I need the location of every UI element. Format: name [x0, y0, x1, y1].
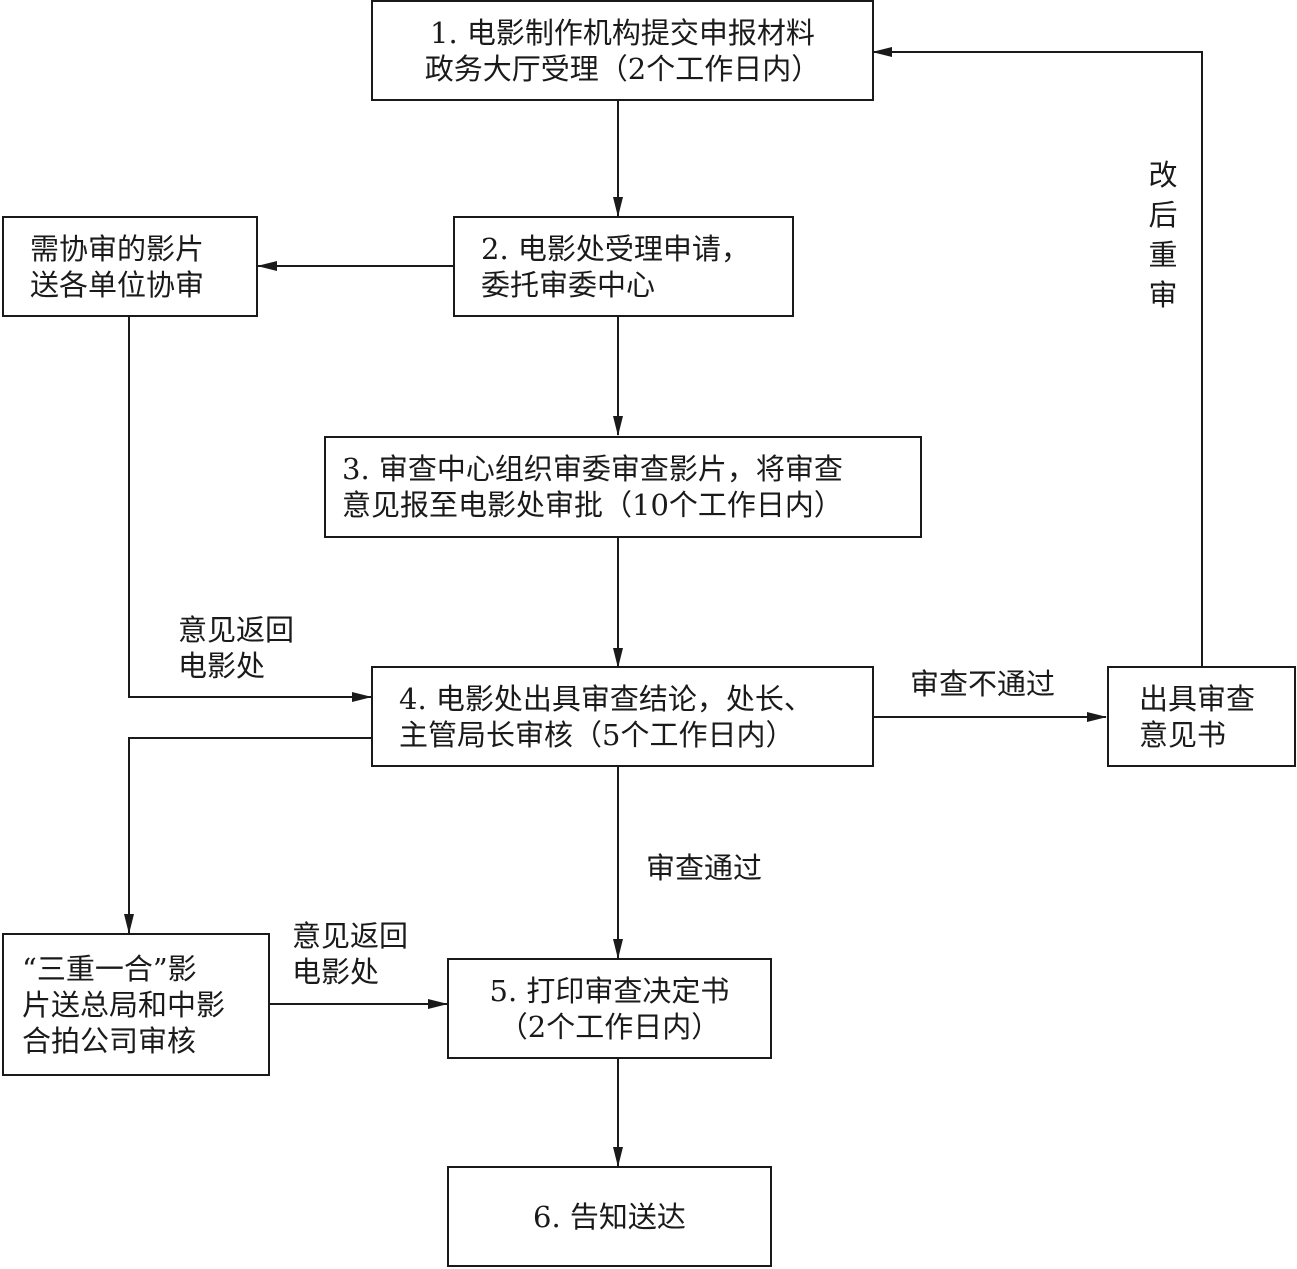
- node-step2-line2: 委托审委中心: [481, 267, 656, 302]
- label-revise-char: 重: [1148, 238, 1178, 272]
- label-revise-char: 后: [1148, 198, 1178, 232]
- node-three-in-one: “三重一合”影 片送总局和中影 合拍公司审核: [2, 933, 270, 1076]
- node-step4: 4. 电影处出具审查结论，处长、 主管局长审核（5个工作日内）: [371, 666, 874, 767]
- node-co-review-line1: 需协审的影片: [30, 231, 205, 266]
- label-return-2-line1: 意见返回: [292, 919, 409, 953]
- label-revise-char: 审: [1148, 278, 1178, 312]
- label-return-1-line2: 电影处: [178, 649, 266, 683]
- node-three-in-one-line3: 合拍公司审核: [22, 1023, 197, 1058]
- node-step3-line1: 3. 审查中心组织审委审查影片，将审查: [342, 452, 843, 486]
- arrow-step4-to-threeinone: [124, 737, 371, 934]
- node-step6-line1: 6. 告知送达: [533, 1199, 686, 1234]
- node-opinion-line1: 出具审查: [1139, 681, 1256, 716]
- node-step3: 3. 审查中心组织审委审查影片，将审查 意见报至电影处审批（10个工作日内）: [324, 436, 922, 538]
- node-step5-line1: 5. 打印审查决定书: [489, 973, 730, 1008]
- node-three-in-one-line1: “三重一合”影: [22, 951, 197, 986]
- label-revise-resubmit: 改 后 重 审: [1146, 155, 1180, 315]
- label-rejected: 审查不通过: [910, 667, 1056, 701]
- node-opinion: 出具审查 意见书: [1107, 666, 1296, 767]
- node-step4-line2: 主管局长审核（5个工作日内）: [399, 717, 795, 752]
- node-opinion-line2: 意见书: [1139, 717, 1227, 752]
- node-three-in-one-line2: 片送总局和中影: [22, 987, 226, 1022]
- label-return-1: 意见返回 电影处: [178, 612, 294, 684]
- node-step2: 2. 电影处受理申请， 委托审委中心: [453, 216, 794, 317]
- node-step2-line1: 2. 电影处受理申请，: [481, 231, 750, 266]
- node-co-review: 需协审的影片 送各单位协审: [2, 216, 258, 317]
- label-return-2: 意见返回 电影处: [292, 918, 408, 990]
- arrow-coreview-to-step4: [128, 316, 372, 702]
- node-step5-line2: （2个工作日内）: [498, 1009, 721, 1044]
- node-step5: 5. 打印审查决定书 （2个工作日内）: [447, 958, 772, 1059]
- label-return-2-line2: 电影处: [292, 955, 380, 989]
- label-revise-char: 改: [1148, 158, 1178, 192]
- node-step4-line1: 4. 电影处出具审查结论，处长、: [399, 681, 813, 716]
- arrow-opinion-to-step1: [872, 47, 1203, 667]
- node-step1: 1. 电影制作机构提交申报材料 政务大厅受理（2个工作日内）: [371, 0, 874, 101]
- node-step6: 6. 告知送达: [447, 1166, 772, 1267]
- node-step1-line1: 1. 电影制作机构提交申报材料: [430, 15, 815, 50]
- node-step3-line2: 意见报至电影处审批（10个工作日内）: [342, 488, 843, 522]
- node-step1-line2: 政务大厅受理（2个工作日内）: [424, 51, 821, 86]
- label-return-1-line1: 意见返回: [178, 613, 295, 647]
- node-co-review-line2: 送各单位协审: [30, 267, 205, 302]
- label-approved: 审查通过: [646, 851, 763, 885]
